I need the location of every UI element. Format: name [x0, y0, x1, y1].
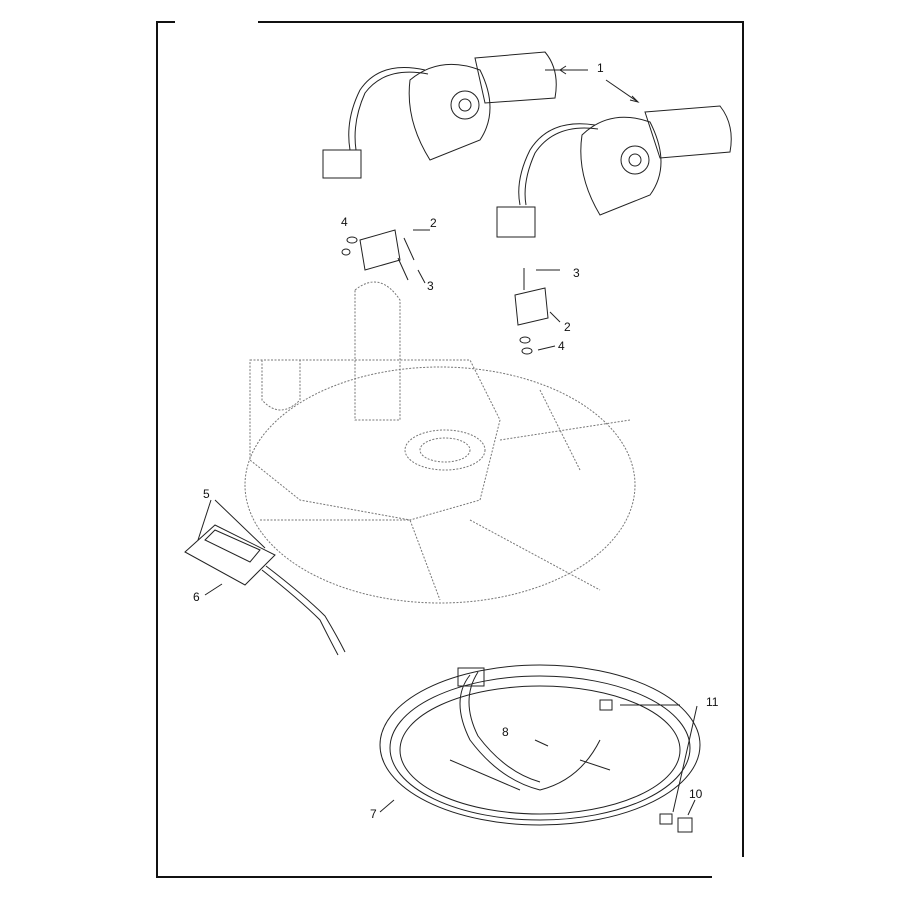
- callout-6: 6: [193, 590, 200, 604]
- callout-11: 11: [706, 695, 719, 709]
- motor-assembly-1b: [496, 79, 732, 238]
- callout-8: 8: [502, 725, 509, 739]
- motor-assembly-1a: [322, 51, 588, 179]
- cable-assembly: [379, 664, 701, 833]
- base-turntable: [244, 281, 636, 604]
- switch-bracket-right: [514, 268, 561, 355]
- switch-bracket-left: [341, 229, 430, 284]
- callout-4: 4: [341, 215, 348, 229]
- callout-10: 10: [689, 787, 703, 801]
- callout-2: 2: [430, 216, 437, 230]
- callout-3: 3: [427, 279, 434, 293]
- callout-4: 4: [558, 339, 565, 353]
- callout-7: 7: [370, 807, 377, 821]
- callout-5: 5: [203, 487, 210, 501]
- callout-2: 2: [564, 320, 571, 334]
- callout-3: 3: [573, 266, 580, 280]
- callout-1: 1: [597, 61, 604, 75]
- drawing-frame: [156, 21, 744, 878]
- circuit-board: [184, 499, 346, 656]
